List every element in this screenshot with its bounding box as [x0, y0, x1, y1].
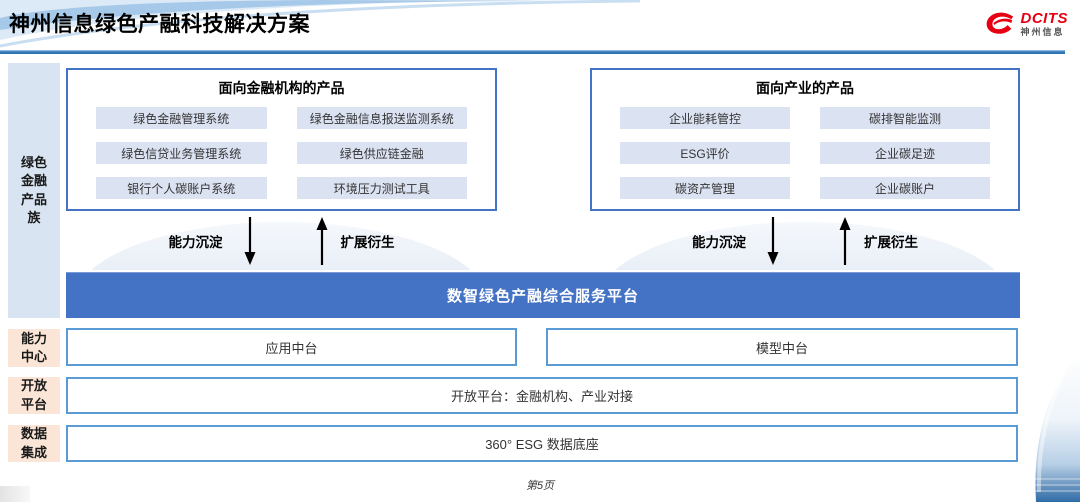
product-pill: 碳排智能监测	[820, 107, 990, 129]
capability-down-label: 能力沉淀	[692, 235, 746, 250]
down-arrow-icon	[767, 217, 779, 265]
page-number: 第5页	[525, 480, 555, 492]
sidebar-product-family-label: 绿色金融产品族	[20, 155, 47, 225]
product-pill: 碳资产管理	[620, 177, 790, 199]
model-middle-platform-box: 模型中台	[546, 328, 1018, 366]
product-pill: 绿色信贷业务管理系统	[96, 142, 267, 164]
product-pill-grid: 企业能耗管控 碳排智能监测 ESG评价 企业碳足迹 碳资产管理 企业碳账户	[620, 107, 990, 199]
flow-arrows: 能力沉淀 扩展衍生	[590, 212, 1020, 270]
product-pill: 银行个人碳账户系统	[96, 177, 267, 199]
sidebar-data-integration: 数据集成	[8, 425, 60, 462]
esg-data-base-box: 360° ESG 数据底座	[66, 425, 1018, 462]
up-arrow-icon	[316, 217, 327, 265]
flow-zone-industry: 能力沉淀 扩展衍生	[590, 212, 1020, 270]
bottom-right-swoosh-decoration	[1035, 352, 1080, 502]
product-pill: 绿色供应链金融	[296, 142, 467, 164]
flow-zone-financial: 能力沉淀 扩展衍生	[66, 212, 497, 270]
down-arrow-icon	[244, 217, 255, 265]
product-pill: 企业能耗管控	[620, 107, 790, 129]
sidebar-open-platform-label: 开放平台	[20, 378, 47, 412]
header-underline	[0, 50, 1065, 54]
product-pill: 绿色金融管理系统	[96, 107, 267, 129]
capability-down-label: 能力沉淀	[168, 235, 223, 250]
expand-up-label: 扩展衍生	[340, 235, 395, 250]
bottom-left-corner-decoration	[0, 486, 30, 502]
sidebar-data-integration-label: 数据集成	[20, 426, 47, 460]
product-pill: 企业碳账户	[820, 177, 990, 199]
sidebar-capability-center-label: 能力中心	[20, 330, 47, 364]
sidebar-open-platform: 开放平台	[8, 377, 60, 414]
logo-brand-cn: 神州信息	[1020, 27, 1065, 37]
product-box-industry-title: 面向产业的产品	[756, 80, 854, 96]
product-pill: 环境压力测试工具	[296, 177, 467, 199]
sidebar-capability-center: 能力中心	[8, 329, 60, 367]
open-platform-box: 开放平台：金融机构、产业对接	[66, 377, 1018, 414]
app-middle-platform-box: 应用中台	[66, 328, 517, 366]
product-pill: 绿色金融信息报送监测系统	[296, 107, 467, 129]
product-pill: ESG评价	[620, 142, 790, 164]
product-box-industry: 面向产业的产品 企业能耗管控 碳排智能监测 ESG评价 企业碳足迹 碳资产管理 …	[590, 68, 1020, 211]
expand-up-label: 扩展衍生	[864, 235, 918, 250]
dcits-logo: DCITS 神州信息	[984, 9, 1069, 39]
platform-bar: 数智绿色产融综合服务平台	[66, 272, 1020, 318]
logo-swoosh-icon	[986, 12, 1013, 34]
up-arrow-icon	[839, 217, 851, 265]
top-swoosh-decoration	[0, 0, 641, 48]
product-box-financial-title: 面向金融机构的产品	[218, 80, 345, 96]
logo-brand: DCITS	[1020, 10, 1068, 27]
product-box-financial: 面向金融机构的产品 绿色金融管理系统 绿色金融信息报送监测系统 绿色信贷业务管理…	[66, 68, 497, 211]
product-pill: 企业碳足迹	[820, 142, 990, 164]
product-pill-grid: 绿色金融管理系统 绿色金融信息报送监测系统 绿色信贷业务管理系统 绿色供应链金融…	[96, 107, 467, 199]
sidebar-product-family: 绿色金融产品族	[8, 63, 60, 318]
flow-arrows: 能力沉淀 扩展衍生	[66, 212, 497, 270]
page-title: 神州信息绿色产融科技解决方案	[9, 13, 310, 36]
